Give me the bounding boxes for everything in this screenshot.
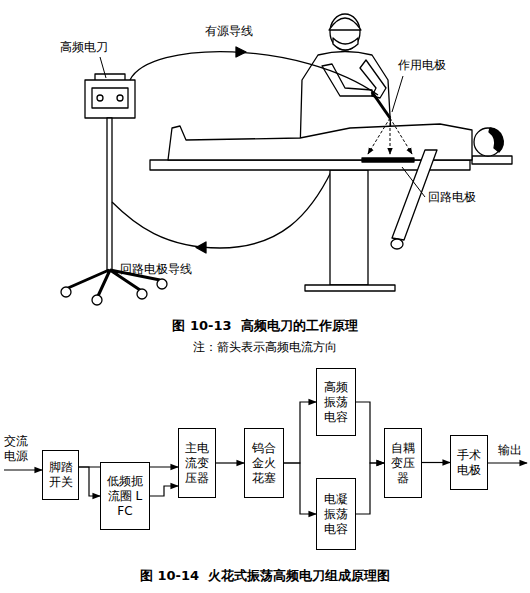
leader-line (402, 167, 425, 197)
flow-arrow (216, 462, 244, 463)
leader-line (392, 76, 403, 112)
current-path (368, 118, 390, 154)
surgeon-mask (333, 38, 358, 50)
part-label: 作用电极 (398, 58, 446, 73)
box-text: 钨合金火花塞 (249, 441, 279, 486)
flow-arrow (79, 467, 100, 496)
current-path (390, 118, 412, 154)
flow-arrow (356, 402, 384, 463)
part-label: 有源导线 (205, 24, 253, 39)
current-arrow (236, 47, 246, 57)
flow-arrow (422, 462, 450, 463)
flow-arrow (284, 463, 316, 514)
box-text: 脚踏开关 (47, 460, 74, 490)
part-label: 回路电极 (428, 190, 476, 205)
process-box: 电凝振荡电容 (316, 478, 356, 550)
flow-arrow (150, 486, 178, 496)
unit-panel (92, 88, 128, 108)
signal-label: 输出 (498, 443, 522, 458)
leader-line (100, 57, 106, 78)
process-box: 手术电极 (450, 435, 488, 490)
surgeon-head (330, 14, 360, 50)
box-text: 高频振荡电容 (321, 380, 351, 425)
patient-cap (489, 128, 503, 152)
return-wire (112, 170, 332, 248)
stand-wheel (61, 287, 71, 297)
figure-note: 注：箭头表示高频电流方向 (0, 340, 530, 355)
part-label: 高频电刀 (60, 40, 108, 55)
process-box: 自耦变压器 (384, 428, 422, 498)
unit-knob (97, 95, 103, 101)
stand-pole (107, 118, 112, 270)
stand-wheel (157, 279, 167, 289)
unit-knob (117, 95, 123, 101)
box-text: 自耦变压器 (389, 441, 417, 486)
signal-label: 交流电源 (4, 434, 31, 464)
surgeon-cap (329, 18, 361, 30)
input-wire (4, 469, 42, 470)
output-wire (488, 462, 527, 463)
figure-caption: 图 10-13 高频电刀的工作原理 (0, 318, 530, 334)
current-arrow (196, 242, 206, 253)
stand-wheel (137, 289, 147, 299)
box-text: 主电流变压器 (183, 441, 211, 486)
process-box: 低频扼流圈 LFC (100, 462, 150, 530)
return-electrode-plate (362, 158, 414, 162)
unit-handle (95, 74, 125, 80)
table-base (305, 285, 395, 291)
active-wire (130, 52, 378, 95)
table-column (330, 170, 368, 285)
flow-arrow (356, 463, 384, 514)
figure-caption: 图 10-14 火花式振荡高频电刀组成原理图 (0, 568, 530, 584)
process-box: 高频振荡电容 (316, 368, 356, 436)
process-box: 钨合金火花塞 (244, 428, 284, 498)
part-label: 回路电极导线 (120, 262, 192, 277)
box-text: 电凝振荡电容 (321, 492, 351, 537)
box-text: 手术电极 (455, 448, 483, 478)
electrosurgical-unit (85, 80, 135, 118)
current-path (390, 118, 391, 154)
flow-arrow (284, 402, 316, 463)
process-box: 脚踏开关 (42, 450, 79, 500)
process-box: 主电流变压器 (178, 428, 216, 498)
patient-hand (391, 239, 403, 249)
active-electrode (372, 92, 390, 118)
box-text: 低频扼流圈 LFC (105, 474, 145, 519)
stand-wheel (92, 295, 102, 305)
head-rest (472, 156, 512, 164)
